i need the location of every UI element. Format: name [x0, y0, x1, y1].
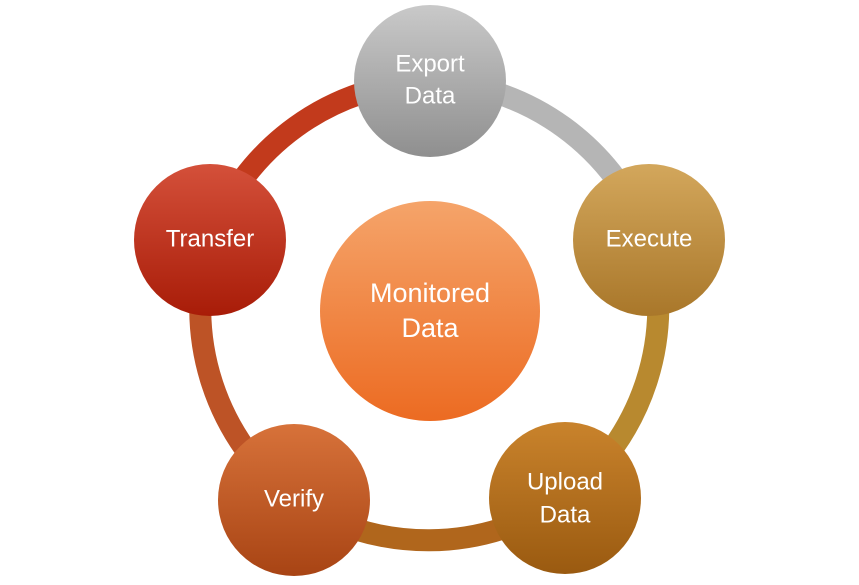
center-label-line1: Monitored — [370, 278, 490, 308]
node-upload-data-circle — [489, 422, 641, 574]
node-export-data-label-line1: Export — [395, 50, 465, 77]
node-export-data: Export Data — [354, 5, 506, 157]
node-verify-circle — [218, 424, 370, 576]
node-export-data-circle — [354, 5, 506, 157]
node-execute-circle — [573, 164, 725, 316]
node-verify: Verify — [218, 424, 370, 576]
node-upload-data: Upload Data — [489, 422, 641, 574]
node-upload-data-label-line2: Data — [540, 501, 591, 528]
center-circle — [320, 201, 540, 421]
center-label-line2: Data — [401, 313, 459, 343]
node-transfer-circle — [134, 164, 286, 316]
node-export-data-label-line2: Data — [405, 82, 456, 109]
node-upload-data-label-line1: Upload — [527, 468, 603, 495]
center-node: Monitored Data — [320, 201, 540, 421]
node-execute-label-line1: Execute — [606, 225, 693, 252]
node-verify-label-line1: Verify — [264, 485, 324, 512]
node-transfer: Transfer — [134, 164, 286, 316]
node-execute: Execute — [573, 164, 725, 316]
node-transfer-label-line1: Transfer — [166, 225, 254, 252]
